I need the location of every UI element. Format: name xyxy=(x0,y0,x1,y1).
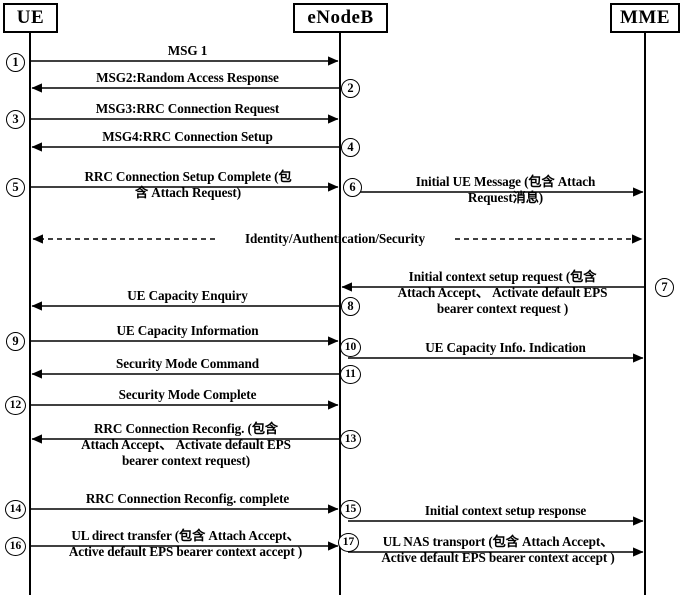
step-number-14: 14 xyxy=(5,500,26,519)
step-number-6: 6 xyxy=(343,178,362,197)
step-number-17: 17 xyxy=(338,533,359,552)
message-label-9: UE Capacity Information xyxy=(116,323,259,338)
message-label-1: MSG 1 xyxy=(167,43,208,58)
step-number-13: 13 xyxy=(340,430,361,449)
message-label-2: MSG2:Random Access Response xyxy=(96,70,279,85)
message-label-15: Initial context setup response xyxy=(424,503,587,518)
step-number-15: 15 xyxy=(340,500,361,519)
message-label-11: Security Mode Command xyxy=(116,356,259,371)
message-label-5: RRC Connection Setup Complete (包 含 Attac… xyxy=(84,169,292,200)
step-number-10: 10 xyxy=(340,338,361,357)
step-number-2: 2 xyxy=(341,79,360,98)
message-label-6: Initial UE Message (包含 Attach Request消息) xyxy=(415,174,596,205)
message-label-3: MSG3:RRC Connection Request xyxy=(95,101,280,116)
message-label-17: UL NAS transport (包含 Attach Accept、 Acti… xyxy=(381,534,615,565)
message-label-12: Security Mode Complete xyxy=(118,387,257,402)
lifelines xyxy=(29,33,646,595)
step-number-1: 1 xyxy=(6,53,25,72)
message-label-13: RRC Connection Reconfig. (包含 Attach Acce… xyxy=(81,421,291,468)
step-number-4: 4 xyxy=(341,138,360,157)
step-number-8: 8 xyxy=(341,297,360,316)
message-label-8: UE Capacity Enquiry xyxy=(127,288,248,303)
message-label-14: RRC Connection Reconfig. complete xyxy=(85,491,290,506)
step-number-11: 11 xyxy=(340,365,361,384)
message-arrows xyxy=(30,56,645,557)
actor-box-ue: UE xyxy=(3,3,58,33)
step-number-9: 9 xyxy=(6,332,25,351)
phase-label-security: Identity/Authentication/Security xyxy=(245,231,425,246)
actor-box-enodeb: eNodeB xyxy=(293,3,388,33)
step-number-3: 3 xyxy=(6,110,25,129)
step-number-7: 7 xyxy=(655,278,674,297)
step-number-12: 12 xyxy=(5,396,26,415)
message-label-7: Initial context setup request (包含 Attach… xyxy=(397,269,608,316)
step-number-16: 16 xyxy=(5,537,26,556)
message-label-4: MSG4:RRC Connection Setup xyxy=(102,129,273,144)
step-number-5: 5 xyxy=(6,178,25,197)
message-label-16: UL direct transfer (包含 Attach Accept、 Ac… xyxy=(68,528,303,559)
message-label-10: UE Capacity Info. Indication xyxy=(425,340,586,355)
actor-box-mme: MME xyxy=(610,3,680,33)
